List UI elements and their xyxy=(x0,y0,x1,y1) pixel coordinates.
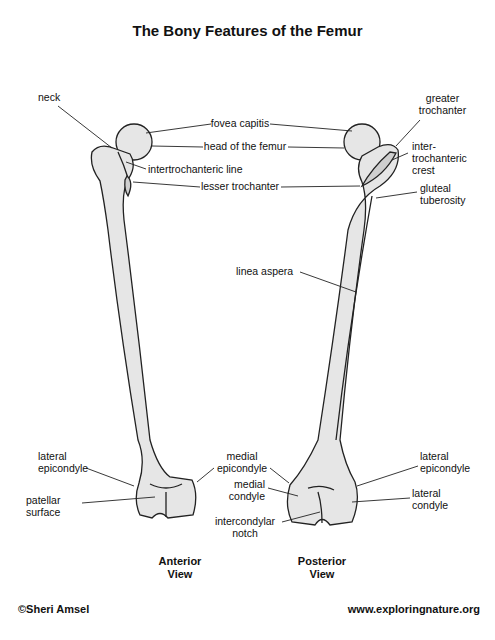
patellar-groove xyxy=(150,484,182,517)
credit-label: www.exploringnature.org xyxy=(310,603,480,616)
part-label: medial condyle xyxy=(205,478,265,502)
part-label: inter- trochanteric crest xyxy=(412,140,477,176)
part-label: lateral condyle xyxy=(412,487,467,511)
part-label: intercondylar notch xyxy=(205,515,285,539)
part-label: greater trochanter xyxy=(405,92,480,116)
part-label: fovea capitis xyxy=(200,117,280,129)
part-label: lesser trochanter xyxy=(190,180,290,192)
diagram-title: The Bony Features of the Femur xyxy=(0,22,495,39)
part-label: patellar surface xyxy=(26,494,86,518)
intertrochanteric-ridge xyxy=(118,152,128,178)
view-label: Anterior View xyxy=(150,555,210,580)
lesser-trochanter xyxy=(125,176,131,196)
trochanteric-crest xyxy=(362,152,396,186)
posterior-femur xyxy=(287,124,398,525)
part-label: gluteal tuberosity xyxy=(420,182,480,206)
linea-aspera-ridge xyxy=(336,196,372,440)
part-label: medial epicondyle xyxy=(207,450,277,474)
part-label: lateral epicondyle xyxy=(38,450,98,474)
intercondylar-notch-mark xyxy=(308,486,334,523)
part-label: head of the femur xyxy=(195,140,295,152)
femur-body xyxy=(287,145,398,525)
part-label: lateral epicondyle xyxy=(420,450,480,474)
part-label: linea aspera xyxy=(236,265,316,277)
femur-body xyxy=(91,146,195,518)
part-label: intertrochanteric line xyxy=(148,163,268,175)
leader-lines xyxy=(58,106,420,522)
view-label: Posterior View xyxy=(292,555,352,580)
credit-label: ©Sheri Amsel xyxy=(18,603,168,616)
part-label: neck xyxy=(38,91,78,103)
